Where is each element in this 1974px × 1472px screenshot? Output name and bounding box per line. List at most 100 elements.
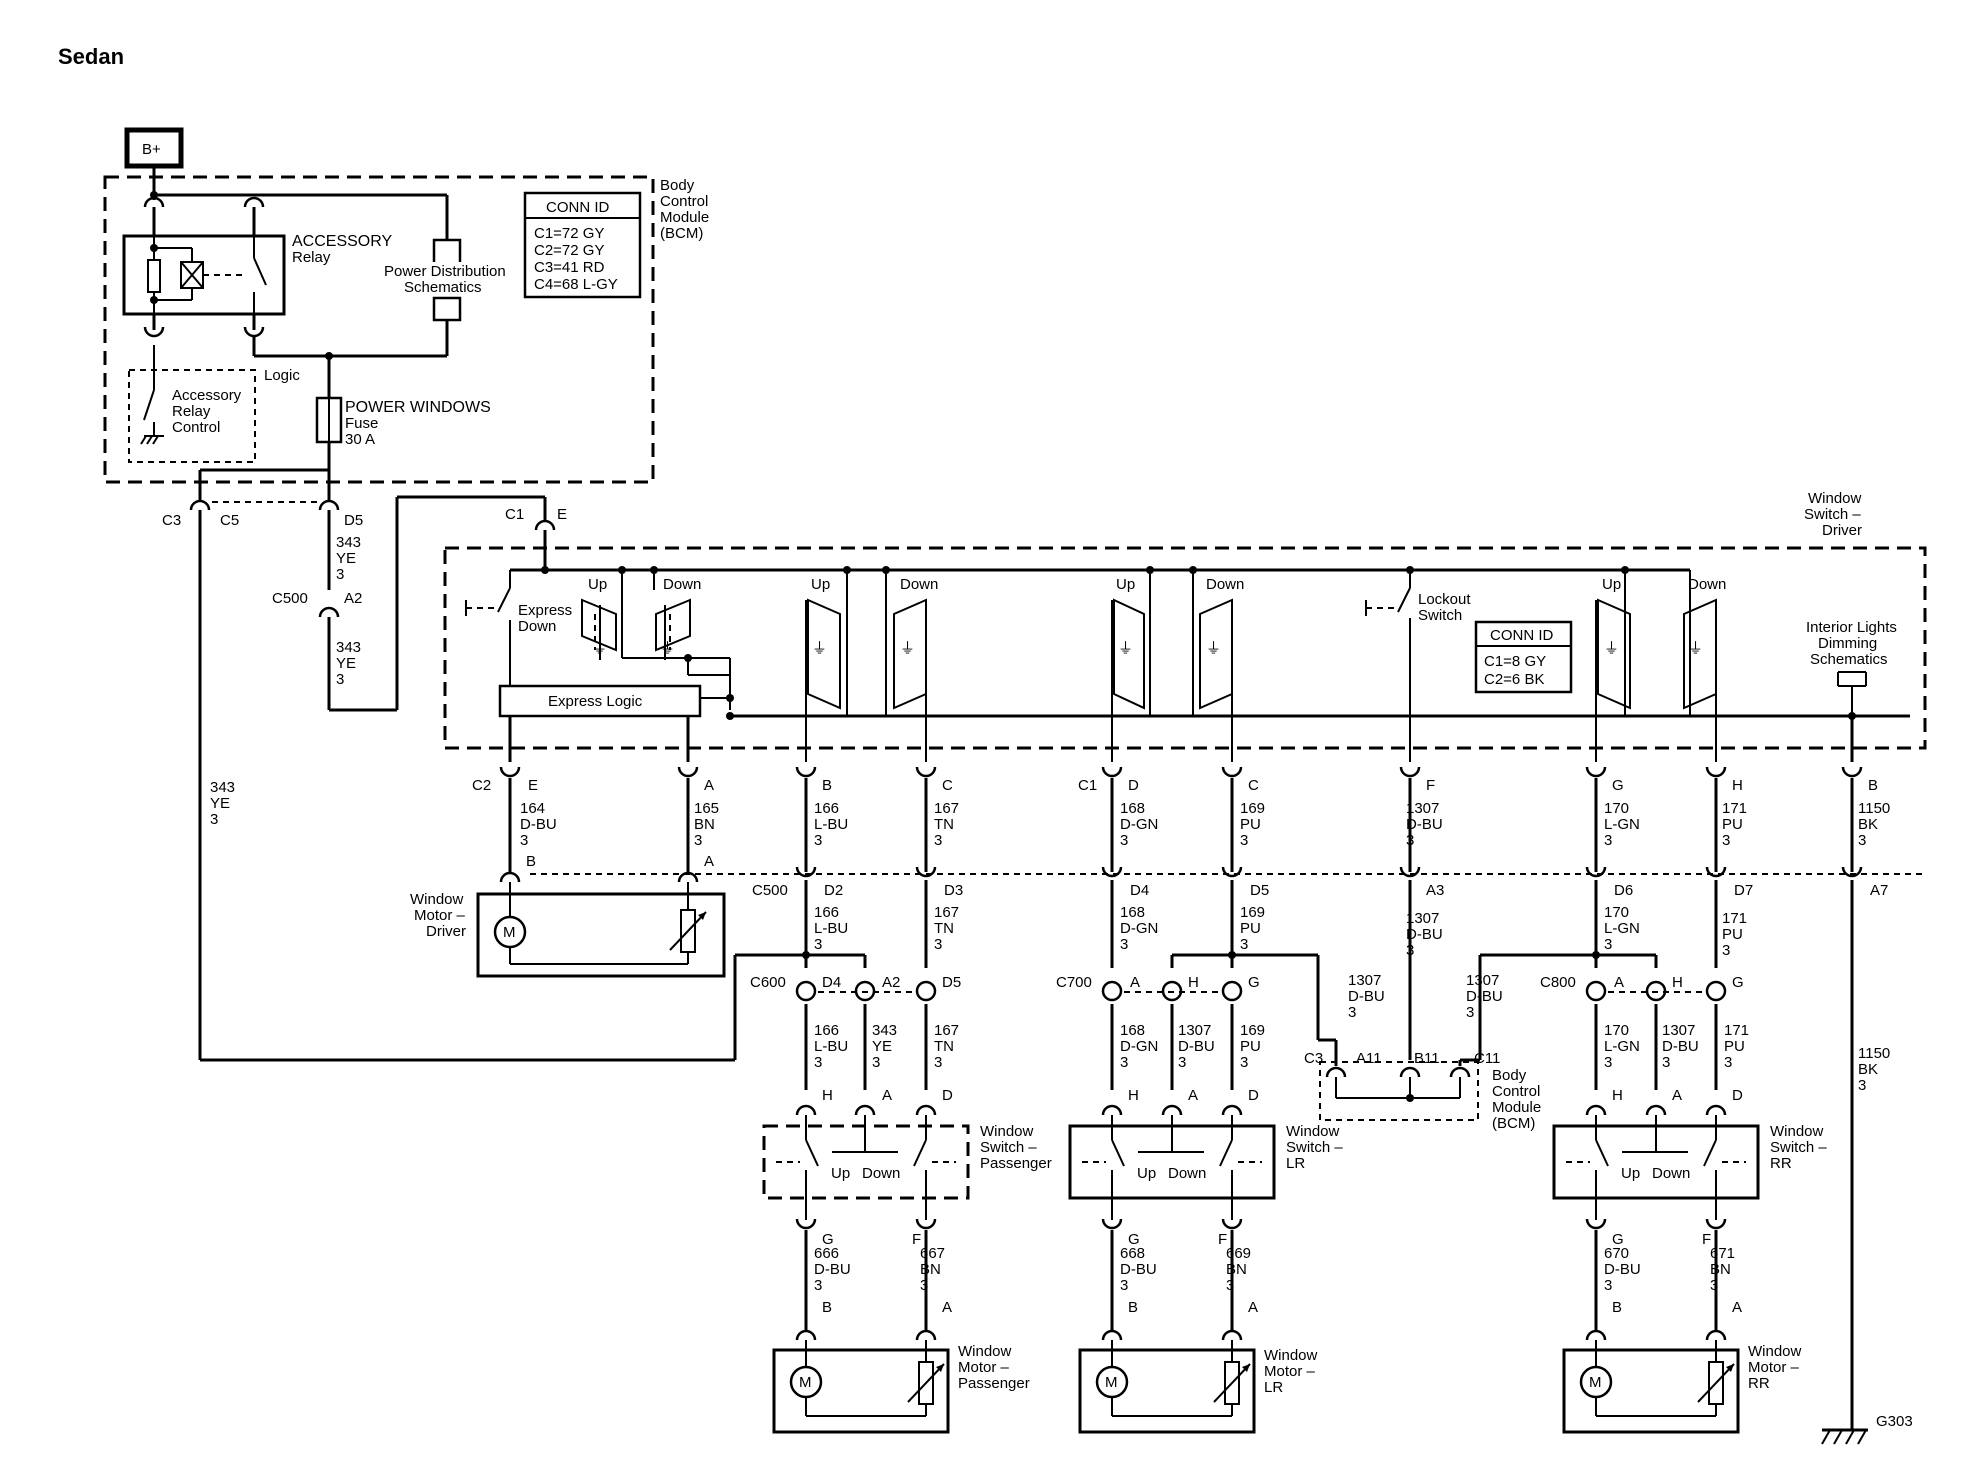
svg-text:LR: LR: [1286, 1155, 1305, 1172]
svg-text:3: 3: [934, 832, 942, 849]
svg-text:H: H: [1188, 974, 1199, 991]
svg-text:Passenger: Passenger: [980, 1155, 1052, 1172]
svg-text:⏚: ⏚: [1206, 640, 1221, 657]
interior-lights-label: Schematics: [1810, 651, 1888, 668]
conn-id-row: C4=68 L-GY: [534, 276, 618, 293]
svg-text:A: A: [1130, 974, 1140, 991]
pin-label: D5: [344, 512, 363, 529]
svg-text:Down: Down: [862, 1165, 900, 1182]
svg-text:Window: Window: [1264, 1347, 1318, 1364]
window-motor-lr: B A Window Motor – LR M: [1078, 1299, 1318, 1434]
svg-text:3: 3: [872, 1054, 880, 1071]
svg-text:F: F: [1426, 777, 1435, 794]
svg-text:Window: Window: [980, 1123, 1034, 1140]
window-switch-passenger: H A D Window Switch – Passenger Up Down …: [762, 1087, 1052, 1330]
svg-text:H: H: [1672, 974, 1683, 991]
svg-text:C800: C800: [1540, 974, 1576, 991]
bcm-top-dashed-box: [103, 175, 655, 484]
svg-text:H: H: [1128, 1087, 1139, 1104]
svg-text:G: G: [822, 1231, 834, 1248]
express-logic-label: Express Logic: [548, 693, 643, 710]
c500-row: C500 D2 D3 D4 D5 A3 D6 D7 A7 166 L-BU 3 …: [530, 865, 1922, 1430]
svg-text:A: A: [1672, 1087, 1682, 1104]
accessory-relay-box: [122, 234, 286, 316]
svg-text:B: B: [1128, 1299, 1138, 1316]
svg-text:Up: Up: [588, 576, 607, 593]
svg-text:TN: TN: [934, 920, 954, 937]
svg-text:TN: TN: [934, 816, 954, 833]
svg-text:(BCM): (BCM): [1492, 1115, 1535, 1132]
motor-label: M: [503, 924, 516, 941]
svg-text:3: 3: [814, 936, 822, 953]
bcm-top-label: Control: [660, 193, 708, 210]
svg-text:Motor –: Motor –: [1748, 1359, 1800, 1376]
conn-id-box-top: [523, 191, 642, 299]
svg-text:Down: Down: [1206, 576, 1244, 593]
svg-text:YE: YE: [872, 1038, 892, 1055]
svg-text:Window: Window: [1770, 1123, 1824, 1140]
svg-text:343: 343: [336, 639, 361, 656]
svg-text:C2: C2: [472, 777, 491, 794]
svg-text:168: 168: [1120, 800, 1145, 817]
svg-text:L-BU: L-BU: [814, 816, 848, 833]
fuse-label: POWER WINDOWS: [345, 399, 491, 416]
svg-text:A2: A2: [882, 974, 900, 991]
svg-text:B: B: [822, 1299, 832, 1316]
connector-label: C500: [272, 590, 308, 607]
wire-343-left: 343 YE 3: [200, 779, 865, 1062]
bcm-top-label: (BCM): [660, 225, 703, 242]
svg-text:D: D: [1732, 1087, 1743, 1104]
svg-text:PU: PU: [1240, 816, 1261, 833]
svg-text:3: 3: [210, 811, 218, 828]
fuse-label: 30 A: [345, 431, 375, 448]
svg-text:Switch –: Switch –: [980, 1139, 1037, 1156]
svg-text:⏚: ⏚: [900, 640, 915, 657]
svg-text:D-BU: D-BU: [1348, 988, 1385, 1005]
svg-text:1307: 1307: [1406, 800, 1439, 817]
svg-text:Window: Window: [1748, 1343, 1802, 1360]
c800-row: C800 A H G 170 L-GN 3 1307 D-BU 3 171 PU…: [1540, 974, 1749, 1090]
accessory-relay-control-box: [128, 369, 256, 463]
svg-text:D5: D5: [1250, 882, 1269, 899]
svg-text:C: C: [1248, 777, 1259, 794]
svg-text:Up: Up: [811, 576, 830, 593]
svg-text:B: B: [526, 853, 536, 870]
svg-text:3: 3: [1240, 936, 1248, 953]
svg-text:Down: Down: [1168, 1165, 1206, 1182]
svg-text:C: C: [942, 777, 953, 794]
ground-wire: 1150 BK 3 G303: [1821, 1045, 1913, 1445]
svg-text:F: F: [912, 1231, 921, 1248]
svg-text:RR: RR: [1770, 1155, 1792, 1172]
svg-text:343: 343: [336, 534, 361, 551]
svg-text:3: 3: [1710, 1277, 1718, 1294]
svg-text:D: D: [1248, 1087, 1259, 1104]
svg-text:H: H: [1612, 1087, 1623, 1104]
svg-text:A: A: [704, 853, 714, 870]
svg-text:Switch –: Switch –: [1286, 1139, 1343, 1156]
bcm-top-section: B+ Body Control Module (BCM) CONN ID C1=…: [103, 127, 709, 1060]
svg-text:1307: 1307: [1406, 910, 1439, 927]
svg-text:3: 3: [814, 1054, 822, 1071]
window-switch-driver: Window Switch – Driver Express Down Up D…: [443, 490, 1927, 762]
svg-text:1150: 1150: [1858, 1045, 1890, 1062]
svg-text:G: G: [1612, 1231, 1624, 1248]
power-distribution-label: Schematics: [404, 279, 482, 296]
svg-text:169: 169: [1240, 904, 1265, 921]
svg-text:Down: Down: [1652, 1165, 1690, 1182]
svg-text:669: 669: [1226, 1245, 1251, 1262]
svg-text:Window: Window: [958, 1343, 1012, 1360]
svg-text:F: F: [1702, 1231, 1711, 1248]
bplus-label: B+: [142, 141, 161, 158]
svg-text:YE: YE: [210, 795, 230, 812]
svg-text:D-BU: D-BU: [1406, 926, 1443, 943]
window-motor-passenger: B A Window Motor – Passenger M: [772, 1299, 1030, 1434]
svg-text:3: 3: [1604, 1277, 1612, 1294]
accessory-relay-control-label: Accessory: [172, 387, 242, 404]
svg-text:D: D: [1128, 777, 1139, 794]
svg-text:D7: D7: [1734, 882, 1753, 899]
conn-id-header: CONN ID: [1490, 627, 1554, 644]
svg-text:3: 3: [934, 1054, 942, 1071]
svg-text:1150: 1150: [1858, 800, 1890, 817]
svg-text:A: A: [882, 1087, 892, 1104]
